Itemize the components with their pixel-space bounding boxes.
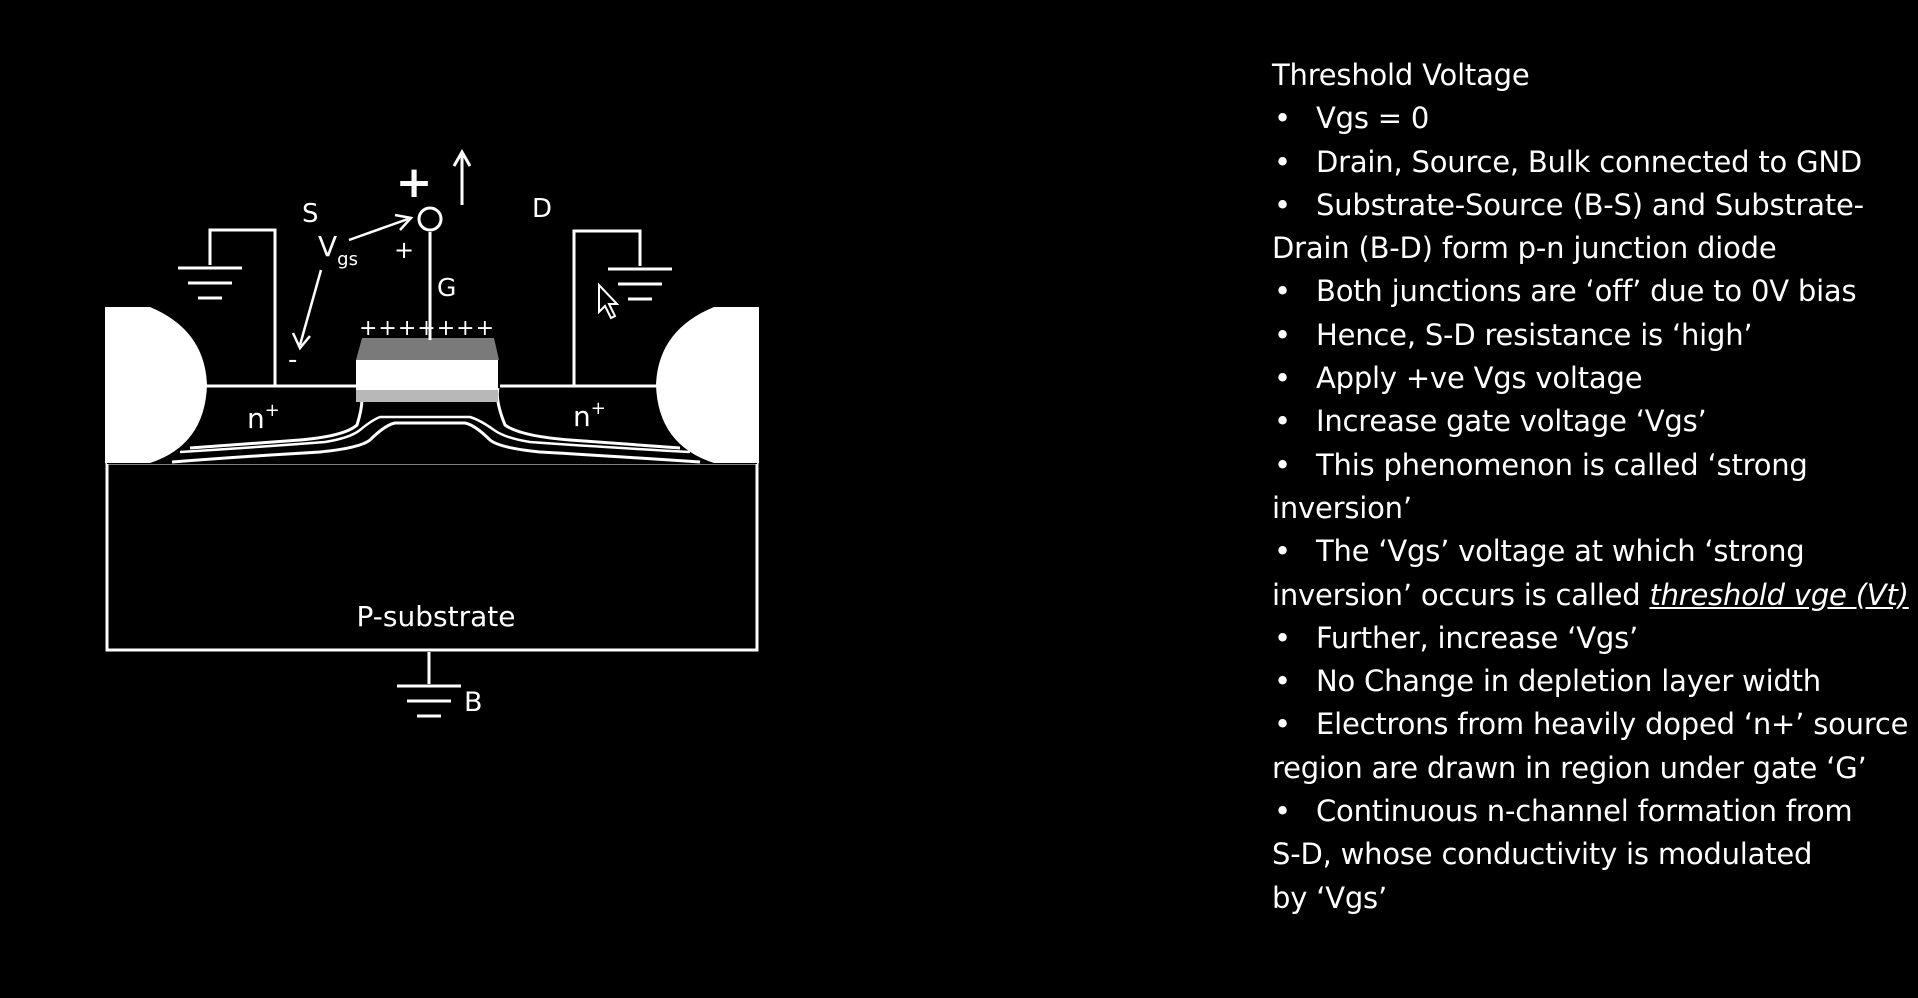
minus-label: - (288, 345, 297, 375)
note-text: Drain, Source, Bulk connected to GND (1316, 144, 1862, 179)
bullet-icon (1272, 97, 1316, 140)
mouse-cursor-icon (598, 282, 620, 320)
vgs-label: Vgs (318, 230, 358, 270)
threshold-term: threshold vge (Vt) (1649, 577, 1909, 612)
note-text: Both junctions are ‘off’ due to 0V bias (1316, 274, 1857, 309)
drain-wire (572, 229, 642, 386)
bullet-icon (1272, 444, 1316, 487)
note-text: Apply +ve Vgs voltage (1316, 361, 1643, 396)
up-arrow-head (452, 148, 472, 167)
vgs-arrow-down-shaft (298, 269, 323, 346)
drain-label: D (532, 194, 552, 224)
bullet-icon (1272, 790, 1316, 833)
n-plus-left-boundary (189, 387, 364, 450)
note-item: Hence, S-D resistance is ‘high’ (1272, 314, 1912, 357)
notes-panel: Threshold Voltage Vgs = 0 Drain, Source,… (1272, 54, 1912, 920)
note-item: Continuous n-channel formation fromS-D, … (1272, 790, 1912, 920)
note-text: Increase gate voltage ‘Vgs’ (1316, 404, 1707, 439)
n-right-text: n (573, 400, 591, 433)
note-text-continued: region are drawn in region under gate ‘G… (1272, 750, 1867, 785)
field-oxide-left (105, 307, 207, 463)
note-item: Further, increase ‘Vgs’ (1272, 617, 1912, 660)
gate-electrode (356, 338, 499, 360)
note-item: No Change in depletion layer width (1272, 660, 1912, 703)
note-text: No Change in depletion layer width (1316, 664, 1821, 699)
plus-small-label: + (394, 236, 414, 264)
bullet-icon (1272, 660, 1316, 703)
plus-big-label: + (396, 157, 433, 208)
note-item: Substrate-Source (B-S) and Substrate- Dra… (1272, 184, 1912, 271)
vgs-arrow-down-head (291, 332, 311, 351)
gate-charge-label: +++++++ (359, 316, 495, 341)
n-left-sup: + (265, 400, 280, 421)
bullet-icon (1272, 703, 1316, 746)
bullet-icon (1272, 270, 1316, 313)
bullet-icon (1272, 357, 1316, 400)
note-text: The ‘Vgs’ voltage at which ‘strong (1316, 534, 1805, 569)
note-text-continued: by ‘Vgs’ (1272, 880, 1387, 915)
note-text: This phenomenon is called ‘strong (1316, 447, 1808, 482)
n-plus-right-boundary (495, 387, 681, 450)
vgs-subscript: gs (337, 249, 358, 270)
field-oxide-right (656, 307, 759, 463)
source-label: S (302, 199, 319, 229)
gate-label: G (437, 273, 456, 302)
note-text-continued: inversion’ (1272, 490, 1412, 525)
bullet-icon (1272, 617, 1316, 660)
note-text-continued: S-D, whose conductivity is modulated (1272, 837, 1813, 872)
p-substrate-label: P-substrate (357, 600, 516, 633)
n-plus-right-label: n+ (573, 398, 606, 433)
depletion-boundary (171, 421, 701, 464)
source-wire (208, 228, 277, 386)
notes-title: Threshold Voltage (1272, 58, 1530, 92)
vgs-arrow-up-shaft (348, 217, 409, 242)
note-item: The ‘Vgs’ voltage at which ‘strong invers… (1272, 530, 1912, 617)
bullet-icon (1272, 314, 1316, 357)
n-plus-left-label: n+ (247, 400, 280, 435)
gate-insulator-white (356, 360, 498, 390)
note-text-continued: Drain (B-D) form p-n junction diode (1272, 231, 1777, 266)
bullet-icon (1272, 530, 1316, 573)
n-left-text: n (247, 402, 265, 435)
channel-boundary (179, 415, 691, 454)
note-item: Apply +ve Vgs voltage (1272, 357, 1912, 400)
note-item: Electrons from heavily doped ‘n+’ source… (1272, 703, 1912, 790)
gate-oxide (356, 388, 498, 402)
note-text: Continuous n-channel formation from (1316, 794, 1853, 829)
note-text: Electrons from heavily doped ‘n+’ source (1316, 707, 1909, 742)
bullet-icon (1272, 184, 1316, 227)
note-text-continued: inversion’ occurs is called (1272, 577, 1650, 612)
note-item: Vgs = 0 (1272, 97, 1912, 140)
note-item: Both junctions are ‘off’ due to 0V bias (1272, 270, 1912, 313)
bulk-label: B (464, 687, 483, 718)
note-text: Substrate-Source (B-S) and Substrate- (1316, 187, 1864, 222)
vgs-arrow-up-head (394, 213, 414, 231)
note-item: Drain, Source, Bulk connected to GND (1272, 141, 1912, 184)
note-item: Increase gate voltage ‘Vgs’ (1272, 400, 1912, 443)
bullet-icon (1272, 400, 1316, 443)
mosfet-diagram: +++++++ G + Vgs + - S D n+ n+ P-substrat… (105, 148, 759, 718)
note-item: This phenomenon is called ‘strong inversi… (1272, 444, 1912, 531)
note-text: Further, increase ‘Vgs’ (1316, 620, 1638, 655)
n-right-sup: + (591, 398, 606, 419)
note-text: Vgs = 0 (1316, 101, 1430, 136)
bullet-icon (1272, 141, 1316, 184)
note-text: Hence, S-D resistance is ‘high’ (1316, 317, 1753, 352)
vgs-main: V (318, 230, 337, 263)
gate-terminal-circle (417, 206, 443, 232)
